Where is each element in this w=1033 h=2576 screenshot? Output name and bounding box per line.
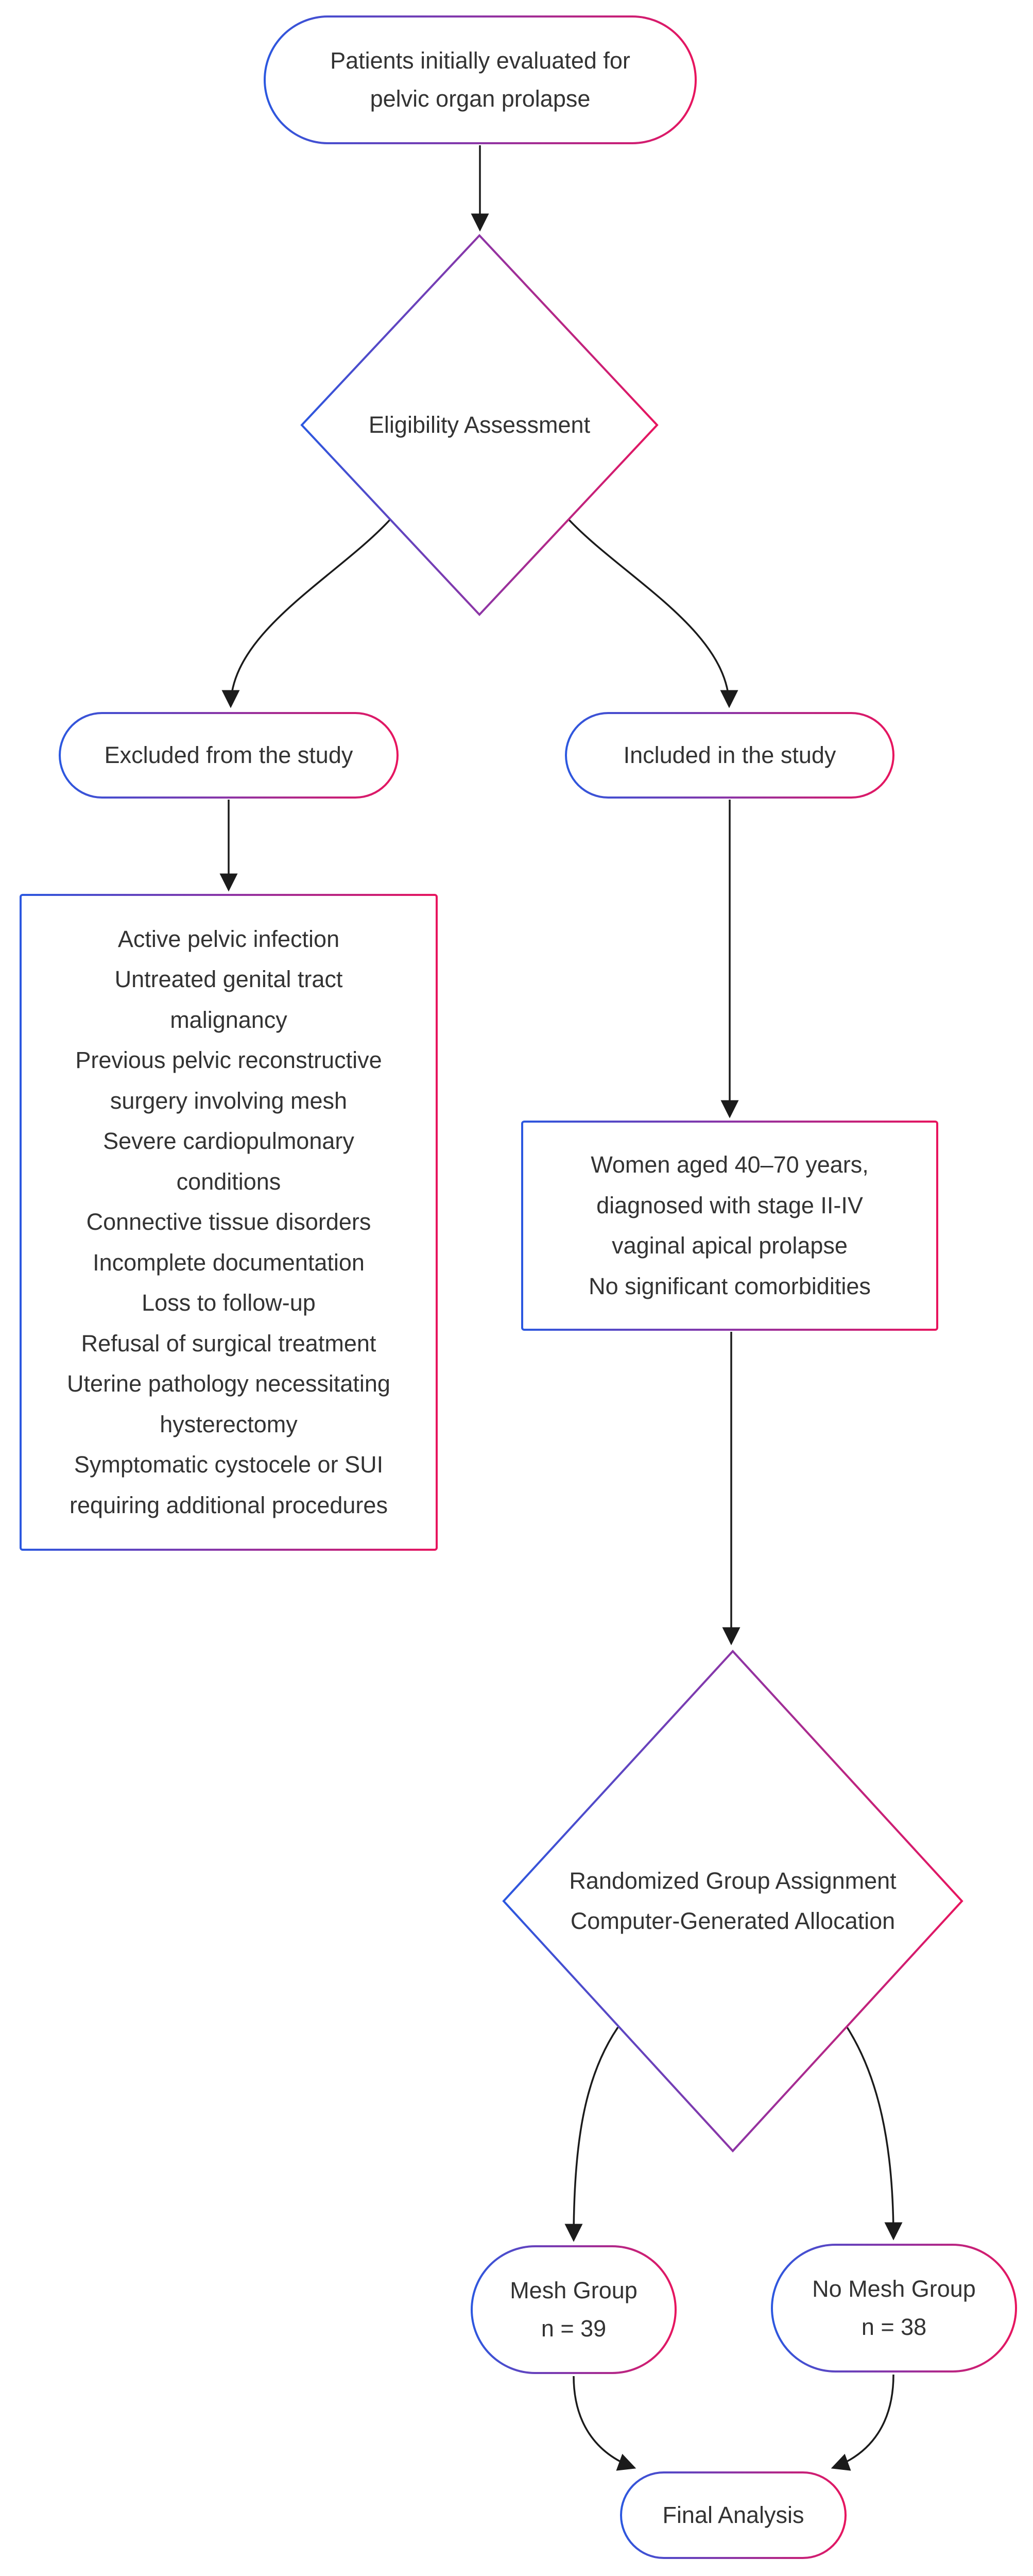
text-line: Severe cardiopulmonary [103,1128,354,1155]
text-line: vaginal apical prolapse [612,1232,848,1259]
text-line: pelvic organ prolapse [370,86,591,112]
edge-eligibility-to-excluded [221,518,391,708]
node-final-analysis-label: Final Analysis [622,2473,845,2557]
node-final-analysis: Final Analysis [620,2471,847,2559]
text-line: Computer-Generated Allocation [570,1908,896,1934]
edge-randomization-to-mesh-group [564,2027,619,2242]
text-line: Loss to follow-up [142,1290,316,1316]
node-inclusion-criteria: Women aged 40–70 years, diagnosed with st… [521,1121,938,1331]
node-no-mesh-group: No Mesh Group n = 38 [771,2244,1017,2372]
text-line: Final Analysis [662,2502,804,2528]
text-line: n = 38 [861,2314,927,2340]
text-line: Symptomatic cystocele or SUI [74,1451,384,1478]
text-line: Patients initially evaluated for [330,47,630,74]
edge-mesh-group-to-final-analysis [573,2376,636,2471]
text-line: Active pelvic infection [117,925,340,952]
text-line: Included in the study [623,742,836,768]
node-no-mesh-group-label: No Mesh Group n = 38 [773,2246,1015,2370]
text-line: Excluded from the study [104,742,353,768]
node-start-label: Patients initially evaluated for pelvic o… [266,18,695,142]
text-line: Women aged 40–70 years, [591,1151,869,1178]
text-line: conditions [176,1168,281,1195]
node-mesh-group: Mesh Group n = 39 [471,2245,677,2374]
text-line: Eligibility Assessment [368,412,591,438]
text-line: Mesh Group [510,2277,638,2303]
text-line: Refusal of surgical treatment [81,1330,376,1357]
text-line: Untreated genital tract [114,966,343,993]
text-line: No significant comorbidities [589,1273,871,1299]
text-line: Randomized Group Assignment [569,1868,897,1894]
node-excluded: Excluded from the study [59,712,399,799]
text-line: No Mesh Group [812,2276,976,2302]
node-eligibility-label: Eligibility Assessment [299,399,660,451]
text-line: n = 39 [541,2315,607,2342]
edge-eligibility-to-included [567,518,738,708]
node-included: Included in the study [565,712,894,799]
text-line: Incomplete documentation [93,1249,365,1276]
edge-randomization-to-no-mesh-group [846,2027,903,2241]
text-line: malignancy [170,1006,287,1033]
text-line: Connective tissue disorders [86,1209,371,1235]
text-line: Previous pelvic reconstructive [75,1047,382,1074]
node-start: Patients initially evaluated for pelvic o… [264,15,697,144]
randomization-diamond-shape [502,1650,963,2153]
node-mesh-group-label: Mesh Group n = 39 [473,2247,675,2372]
node-inclusion-criteria-label: Women aged 40–70 years, diagnosed with st… [523,1123,936,1329]
text-line: Uterine pathology necessitating [67,1370,390,1397]
node-excluded-label: Excluded from the study [61,714,397,796]
text-line: requiring additional procedures [70,1492,388,1518]
text-line: hysterectomy [160,1411,298,1437]
eligibility-diamond-shape [300,234,659,616]
edge-no-mesh-group-to-final-analysis [831,2374,894,2471]
text-line: surgery involving mesh [110,1087,348,1114]
node-included-label: Included in the study [567,714,892,796]
text-line: diagnosed with stage II-IV [596,1192,863,1218]
